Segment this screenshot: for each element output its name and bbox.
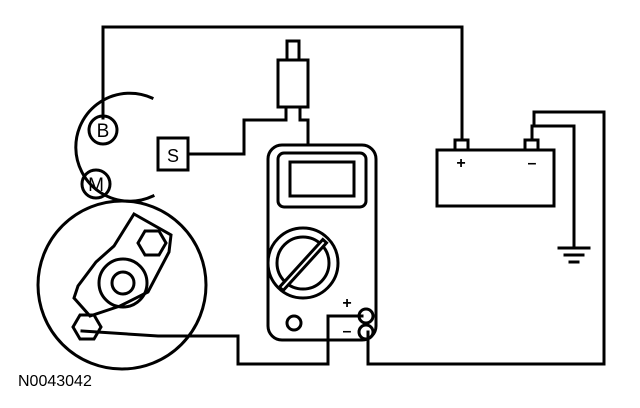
battery-negative-post: [523, 138, 540, 152]
terminal-b-circle: [87, 114, 119, 146]
starter-mounting-bolt-lower: [71, 313, 103, 341]
multimeter-positive-jack: [357, 307, 375, 325]
multimeter-positive-label: +: [342, 295, 351, 312]
remote-switch-body: [276, 58, 310, 109]
multimeter-display: [288, 160, 356, 198]
starter-drive-shaft: [110, 270, 136, 296]
ground-symbol: [557, 246, 591, 264]
solenoid-s-box: [156, 136, 190, 172]
remote-switch-button: [285, 39, 301, 62]
multimeter-negative-jack: [357, 323, 375, 341]
wire-switch-to-meter: [298, 105, 310, 147]
multimeter-hold-button: [285, 314, 303, 332]
starter-mounting-bolt-upper: [136, 229, 168, 257]
multimeter-dial: [266, 226, 340, 300]
battery-body: [435, 148, 556, 208]
starter-drive-housing: [36, 199, 208, 371]
starter-mounting-plate: [72, 211, 173, 318]
battery-negative-label: –: [528, 155, 537, 172]
wire-s-to-switch: [186, 105, 288, 156]
wire-battery-negative-to-meter: [366, 110, 606, 366]
wire-battery-negative-to-ground: [530, 124, 576, 250]
multimeter-negative-label: –: [343, 323, 352, 340]
figure-id: N0043042: [18, 373, 92, 390]
starter-drive-hub: [97, 257, 149, 309]
terminal-m-circle: [80, 168, 112, 200]
battery-positive-post: [453, 138, 470, 152]
multimeter-body: [266, 143, 378, 342]
terminal-b-label: B: [97, 121, 110, 142]
wire-b-to-battery-positive: [101, 25, 464, 142]
multimeter-inner-bezel: [276, 151, 368, 209]
terminal-s-label: S: [167, 146, 179, 166]
battery-positive-label: +: [456, 155, 465, 172]
wire-starter-to-meter-positive: [80, 314, 364, 366]
multimeter-dial-inner: [275, 235, 331, 291]
multimeter-dial-pointer-edge: [281, 241, 325, 289]
terminal-m-label: M: [88, 175, 104, 196]
